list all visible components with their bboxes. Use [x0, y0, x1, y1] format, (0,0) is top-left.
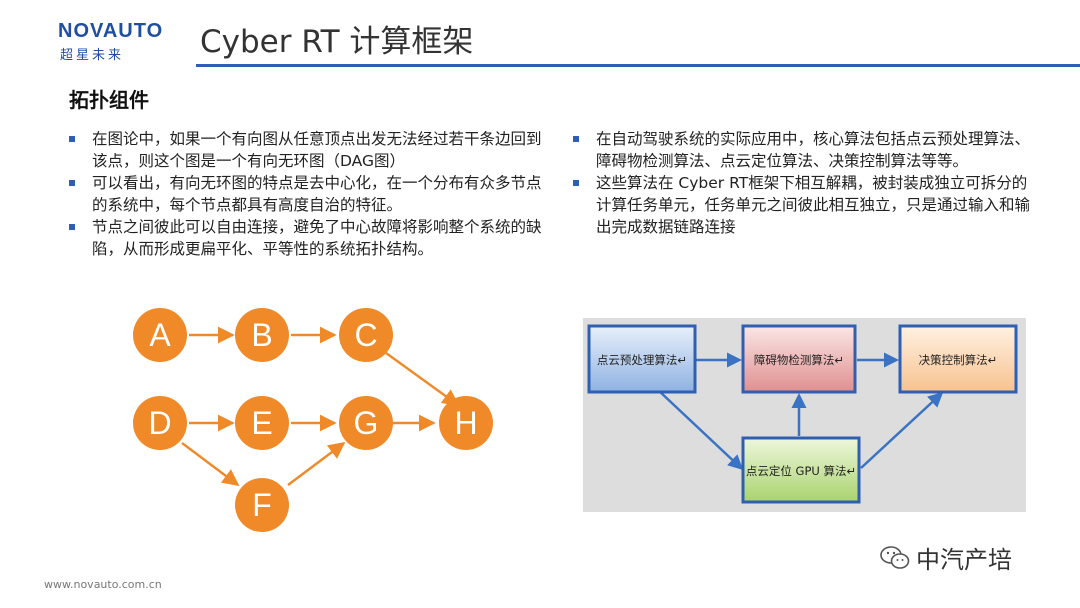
- dag-node-f: F: [235, 478, 289, 532]
- arrow-localization-to-decision: [860, 391, 944, 469]
- bullet-text: 节点之间彼此可以自由连接，避免了中心故障将影响整个系统的缺陷，从而形成更扁平化、…: [92, 218, 542, 258]
- dag-diagram: A B C D E G H F: [133, 308, 493, 532]
- logo-subtitle: 超星未来: [60, 48, 125, 63]
- flow-box-decision: 决策控制算法↵: [898, 324, 1018, 394]
- left-bullet-list: 在图论中，如果一个有向图从任意顶点出发无法经过若干条边回到该点，则这个图是一个有…: [66, 128, 556, 260]
- dag-node-a: A: [133, 308, 187, 362]
- bullet-text: 这些算法在 Cyber RT框架下相互解耦，被封装成独立可拆分的计算任务单元，任…: [596, 174, 1031, 236]
- dag-node-h: H: [439, 396, 493, 450]
- bullet-text: 可以看出，有向无环图的特点是去中心化，在一个分布有众多节点的系统中，每个节点都具…: [92, 174, 542, 214]
- dag-node-b: B: [235, 308, 289, 362]
- square-bullet-icon: [69, 180, 75, 186]
- node-label: E: [251, 405, 272, 441]
- node-label: D: [148, 405, 171, 441]
- node-label: B: [251, 317, 272, 353]
- square-bullet-icon: [573, 136, 579, 142]
- right-bullet-list: 在自动驾驶系统的实际应用中，核心算法包括点云预处理算法、障碍物检测算法、点云定位…: [570, 128, 1040, 238]
- bullet-item: 这些算法在 Cyber RT框架下相互解耦，被封装成独立可拆分的计算任务单元，任…: [570, 172, 1040, 238]
- title-underline: [196, 64, 1080, 67]
- arrow-preprocess-to-localization: [657, 389, 744, 471]
- node-label: H: [454, 405, 477, 441]
- bullet-item: 节点之间彼此可以自由连接，避免了中心故障将影响整个系统的缺陷，从而形成更扁平化、…: [66, 216, 556, 260]
- algorithm-flow-diagram: 点云预处理算法↵ 障碍物检测算法↵ 决策控制算法↵ 点云定位 GPU 算法↵: [583, 318, 1026, 512]
- flow-box-detection: 障碍物检测算法↵: [741, 324, 857, 394]
- node-label: G: [354, 405, 379, 441]
- edge-f-g: [287, 441, 346, 486]
- bullet-item: 可以看出，有向无环图的特点是去中心化，在一个分布有众多节点的系统中，每个节点都具…: [66, 172, 556, 216]
- square-bullet-icon: [69, 136, 75, 142]
- bullet-text: 在自动驾驶系统的实际应用中，核心算法包括点云预处理算法、障碍物检测算法、点云定位…: [596, 130, 1031, 170]
- edge-d-f: [181, 442, 240, 487]
- brand-logo: NOVAUTO 超星未来: [58, 20, 168, 63]
- flow-box-localization: 点云定位 GPU 算法↵: [741, 436, 861, 504]
- wechat-icon: [880, 545, 910, 569]
- node-label: F: [252, 487, 272, 523]
- wechat-watermark: 中汽产培: [880, 540, 1012, 575]
- dag-node-e: E: [235, 396, 289, 450]
- flow-box-label: 障碍物检测算法↵: [754, 353, 844, 367]
- bullet-item: 在自动驾驶系统的实际应用中，核心算法包括点云预处理算法、障碍物检测算法、点云定位…: [570, 128, 1040, 172]
- flow-box-label: 点云定位 GPU 算法↵: [746, 464, 856, 478]
- bullet-item: 在图论中，如果一个有向图从任意顶点出发无法经过若干条边回到该点，则这个图是一个有…: [66, 128, 556, 172]
- dag-node-c: C: [339, 308, 393, 362]
- section-title: 拓扑组件: [69, 88, 149, 112]
- flow-box-label: 点云预处理算法↵: [597, 353, 687, 367]
- footer-url: www.novauto.com.cn: [44, 578, 162, 591]
- dag-node-g: G: [339, 396, 393, 450]
- node-label: C: [354, 317, 377, 353]
- slide-title: Cyber RT 计算框架: [200, 24, 474, 60]
- square-bullet-icon: [69, 224, 75, 230]
- flow-box-preprocess: 点云预处理算法↵: [587, 324, 697, 394]
- logo-wordmark: NOVAUTO: [58, 20, 164, 42]
- edge-c-h: [385, 352, 460, 406]
- bullet-text: 在图论中，如果一个有向图从任意顶点出发无法经过若干条边回到该点，则这个图是一个有…: [92, 130, 542, 170]
- watermark-text: 中汽产培: [916, 546, 1012, 574]
- square-bullet-icon: [573, 180, 579, 186]
- node-label: A: [149, 317, 171, 353]
- flow-box-label: 决策控制算法↵: [919, 353, 998, 367]
- dag-node-d: D: [133, 396, 187, 450]
